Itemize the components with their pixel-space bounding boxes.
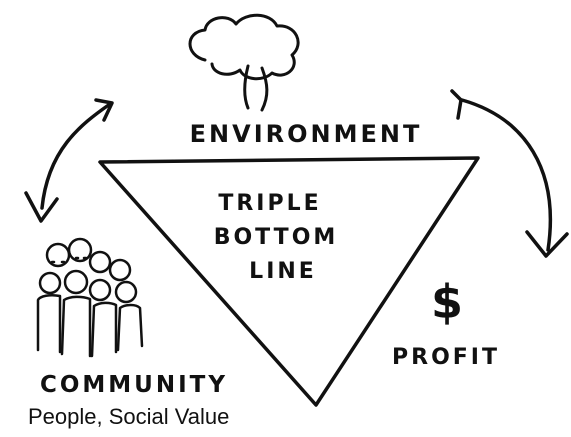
curved-arrow-right-icon xyxy=(450,89,569,258)
center-line-3: LINE xyxy=(249,259,317,284)
center-line-1: TRIPLE xyxy=(218,191,321,216)
caption-people-social-value: People, Social Value xyxy=(28,404,230,429)
tree-icon xyxy=(188,13,300,112)
label-environment: ENVIRONMENT xyxy=(190,120,423,148)
label-community: COMMUNITY xyxy=(40,372,228,398)
center-line-2: BOTTOM xyxy=(214,225,339,250)
triangle-shape xyxy=(98,156,480,407)
curved-arrow-left-icon xyxy=(24,98,114,223)
label-profit: PROFIT xyxy=(392,345,500,370)
people-group-icon xyxy=(36,237,144,358)
dollar-sign-icon: $ xyxy=(431,275,463,329)
dollar-sign-symbol: $ xyxy=(431,275,463,329)
